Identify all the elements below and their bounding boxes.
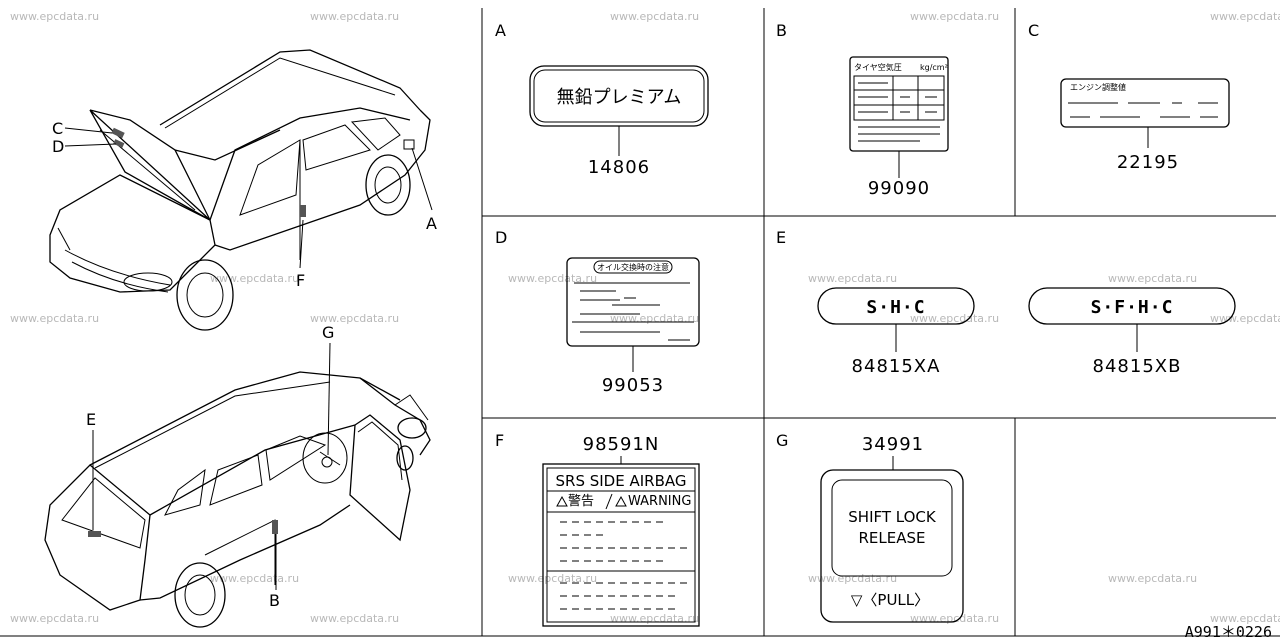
watermark: www.epcdata.ru — [1210, 312, 1280, 325]
callout-f: F — [296, 271, 305, 290]
part-number-b: 99090 — [868, 178, 930, 199]
watermark: www.epcdata.ru — [210, 572, 299, 585]
label-a-text: 無鉛プレミアム — [557, 87, 682, 108]
cell-letter-b: B — [776, 21, 787, 40]
watermark: www.epcdata.ru — [10, 312, 99, 325]
label-g-line2: RELEASE — [859, 529, 926, 547]
callout-g: G — [322, 323, 334, 342]
watermark: www.epcdata.ru — [610, 612, 699, 625]
watermark: www.epcdata.ru — [1210, 612, 1280, 625]
badge-1-text: S·H·C — [866, 297, 925, 318]
watermark: www.epcdata.ru — [10, 10, 99, 23]
watermarks: www.epcdata.ru www.epcdata.ru www.epcdat… — [10, 10, 1280, 625]
cell-letter-f: F — [495, 431, 504, 450]
watermark: www.epcdata.ru — [910, 312, 999, 325]
panel-grid — [0, 8, 1280, 637]
watermark: www.epcdata.ru — [910, 612, 999, 625]
part-number-c: 22195 — [1117, 152, 1179, 173]
watermark: www.epcdata.ru — [310, 10, 399, 23]
label-g-outline — [820, 469, 964, 623]
callout-c: C — [52, 119, 63, 138]
cell-a: A 無鉛プレミアム 14806 — [495, 21, 709, 178]
cell-letter-e: E — [776, 228, 786, 247]
callout-a: A — [426, 214, 437, 233]
label-f-warning-en: WARNING — [628, 494, 691, 509]
label-c-title: エンジン調整値 — [1070, 82, 1126, 92]
label-c-outline — [1060, 78, 1230, 128]
cell-letter-g: G — [776, 431, 788, 450]
cell-b: B タイヤ空気圧 kg/cm² 99090 — [776, 21, 949, 199]
watermark: www.epcdata.ru — [310, 612, 399, 625]
watermark: www.epcdata.ru — [1108, 572, 1197, 585]
part-number-e2: 84815XB — [1093, 356, 1182, 377]
watermark: www.epcdata.ru — [508, 272, 597, 285]
part-number-e1: 84815XA — [852, 356, 941, 377]
label-f-warning-jp: 警告 — [568, 493, 594, 509]
label-g-pull: ▽〈PULL〉 — [851, 591, 929, 609]
watermark: www.epcdata.ru — [808, 572, 897, 585]
label-f-title: SRS SIDE AIRBAG — [556, 472, 687, 490]
watermark: www.epcdata.ru — [10, 612, 99, 625]
cell-e: E S·H·C 84815XA S·F·H·C 84815XB — [776, 228, 1236, 377]
watermark: www.epcdata.ru — [1210, 10, 1280, 23]
vehicle-rear-view: E G B — [44, 323, 431, 628]
cell-f: F 98591N SRS SIDE AIRBAG 警告 WARNING — [495, 431, 700, 627]
watermark: www.epcdata.ru — [610, 10, 699, 23]
watermark: www.epcdata.ru — [210, 272, 299, 285]
callout-d: D — [52, 137, 64, 156]
watermark: www.epcdata.ru — [808, 272, 897, 285]
cell-d: D オイル交換時の注意 99053 — [495, 228, 700, 396]
badge-2-text: S·F·H·C — [1091, 297, 1174, 318]
cell-letter-c: C — [1028, 21, 1039, 40]
vehicle-front-view: C D A F — [49, 49, 437, 331]
watermark: www.epcdata.ru — [508, 572, 597, 585]
label-b-unit: kg/cm² — [920, 63, 948, 72]
callout-b: B — [269, 591, 280, 610]
badge-2-outline — [1028, 287, 1236, 325]
part-number-g: 34991 — [862, 434, 924, 455]
label-b-title: タイヤ空気圧 — [854, 62, 902, 72]
cell-g: G 34991 SHIFT LOCK RELEASE ▽〈PULL〉 — [776, 431, 964, 623]
watermark: www.epcdata.ru — [910, 10, 999, 23]
part-number-d: 99053 — [602, 375, 664, 396]
part-number-a: 14806 — [588, 157, 650, 178]
cell-c: C エンジン調整値 22195 — [1028, 21, 1230, 173]
label-f-outline — [542, 463, 700, 627]
callout-e: E — [86, 410, 96, 429]
cell-letter-a: A — [495, 21, 506, 40]
label-g-line1: SHIFT LOCK — [848, 508, 937, 526]
part-number-f: 98591N — [583, 434, 660, 455]
diagram-reference: A991＊0226 — [1185, 623, 1272, 640]
cell-letter-d: D — [495, 228, 507, 247]
watermark: www.epcdata.ru — [1108, 272, 1197, 285]
label-d-title: オイル交換時の注意 — [597, 262, 669, 272]
watermark: www.epcdata.ru — [310, 312, 399, 325]
